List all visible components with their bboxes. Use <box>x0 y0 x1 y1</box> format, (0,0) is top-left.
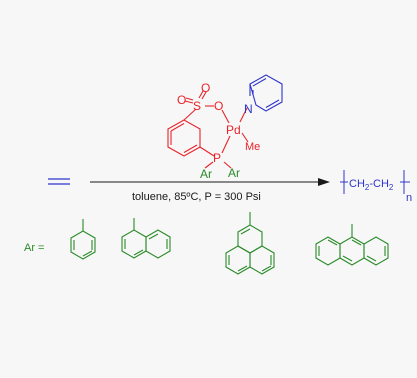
phenanthryl-structure <box>225 212 275 275</box>
o-tolyl-structure <box>70 219 96 260</box>
aryl-definition-label: Ar = <box>24 242 44 254</box>
bond-p-ar-right <box>223 161 232 169</box>
bond-s-o-top-b <box>201 91 207 100</box>
anthracenyl-structure <box>315 224 389 266</box>
palladium-catalyst <box>167 90 249 169</box>
subscript-n: n <box>406 192 412 204</box>
bond-s-o-top-a <box>198 90 204 99</box>
bond-o-pd <box>221 109 230 124</box>
polyethylene-product <box>340 170 410 194</box>
bond-s-o-left-a <box>184 100 194 104</box>
aryl-label-left: Ar <box>200 167 212 181</box>
atom-me: Me <box>245 141 260 153</box>
bond-p-ar-left <box>204 161 214 169</box>
atom-n: N <box>244 102 253 116</box>
bond-s-o-left-b <box>185 97 194 101</box>
reaction-conditions: toluene, 85ºC, P = 300 Psi <box>132 191 261 203</box>
naphthyl-structure <box>121 218 171 259</box>
bond-ring-p <box>199 146 215 157</box>
pyridine-ligand <box>249 74 283 112</box>
atom-p: P <box>213 151 221 165</box>
repeat-unit: CH2-CH2 <box>349 178 394 192</box>
atom-o-top-right: O <box>201 81 210 95</box>
ethylene-monomer <box>48 178 70 185</box>
atom-o-bridge: O <box>214 99 223 113</box>
bond-ring-s <box>183 108 197 121</box>
bond-p-pd <box>221 135 231 154</box>
atom-pd: Pd <box>226 123 241 137</box>
bond-pd-me <box>241 132 249 143</box>
atom-o-top-left: O <box>177 93 186 107</box>
aryl-label-right: Ar <box>228 166 240 180</box>
atom-s: S <box>193 99 201 113</box>
bond-n-pd <box>239 107 248 123</box>
reaction-arrow <box>90 178 330 186</box>
